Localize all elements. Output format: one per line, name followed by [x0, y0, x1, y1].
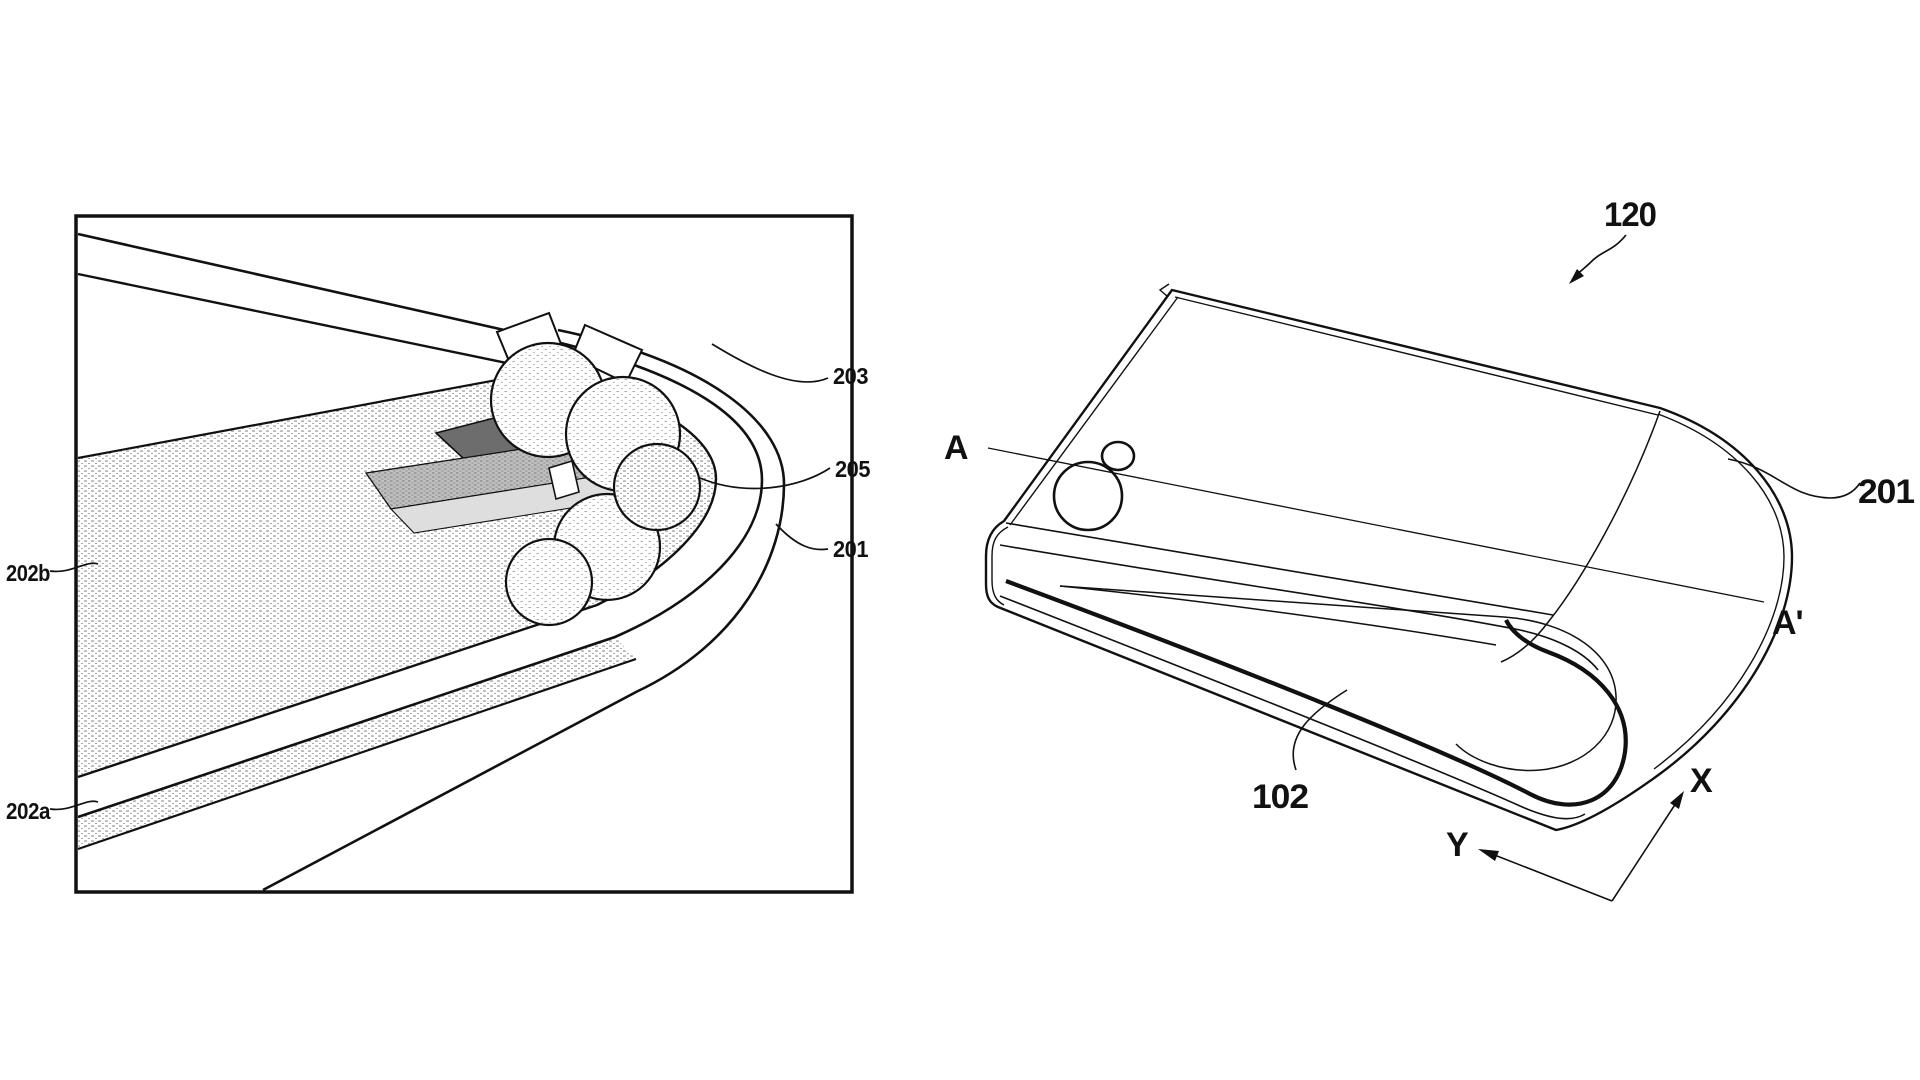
shell-outer-line — [77, 232, 764, 819]
outermost-housing-line — [262, 328, 786, 892]
ref-label-201-right: 201 — [1858, 473, 1914, 511]
section-line-aa — [987, 447, 1765, 603]
left-cap-inner-line — [991, 526, 1009, 606]
axis-label-x: X — [1690, 762, 1713, 800]
ref-label-202a: 202a — [6, 798, 51, 824]
leader-line-203 — [711, 343, 829, 383]
gap-upper-line — [1059, 585, 1617, 772]
hinge-connector-block — [548, 459, 580, 501]
hinge-lobe-4 — [504, 537, 594, 627]
leader-line-201-left — [775, 523, 829, 551]
ref-label-203: 203 — [833, 363, 868, 389]
top-edge-inner-line — [1174, 296, 1659, 416]
camera-large-circle — [1052, 460, 1124, 532]
lower-display-bottom-line — [77, 657, 637, 851]
leader-line-201-right — [1727, 458, 1861, 499]
panel-top-edge-line — [77, 369, 546, 460]
lower-display-stipple — [78, 637, 636, 849]
leader-line-202a — [49, 800, 99, 811]
ref-label-202b: 202b — [6, 560, 50, 586]
corner-notch-line — [1158, 283, 1170, 297]
leader-line-202b — [49, 562, 99, 573]
ref-label-120: 120 — [1604, 196, 1656, 234]
leader-line-102 — [1292, 689, 1348, 771]
gap-lower-line — [1059, 585, 1497, 646]
leader-line-120 — [1574, 234, 1627, 279]
top-face-front-edge — [1005, 522, 1554, 616]
device-outline — [984, 288, 1794, 832]
camera-small-circle — [1100, 440, 1136, 472]
section-label-a-prime: A' — [1772, 604, 1803, 642]
section-label-a: A — [944, 429, 968, 467]
axis-x-arrowhead — [1670, 791, 1684, 809]
upper-housing-bottom-line — [999, 544, 1599, 671]
folded-display-edge-line — [1005, 579, 1628, 807]
axis-y-line — [1491, 853, 1613, 902]
right-figure: 120 201 A A' 102 X Y — [944, 196, 1915, 902]
hinge-roller-205 — [612, 442, 702, 532]
axis-y-arrowhead — [1478, 849, 1499, 861]
fold-tangent-line — [1500, 410, 1661, 663]
ref-label-102: 102 — [1252, 778, 1308, 816]
fold-edge-inner-line — [1653, 413, 1785, 770]
axis-label-y: Y — [1446, 826, 1469, 864]
lower-housing-inner-line — [999, 595, 1586, 820]
left-edge-inner-line — [1009, 296, 1179, 526]
ref-label-201-left: 201 — [833, 536, 869, 562]
ref-label-205: 205 — [835, 456, 871, 482]
leader-line-205 — [699, 467, 831, 490]
left-figure: 203 205 201 202b 202a — [6, 214, 871, 894]
arrowhead-120 — [1569, 269, 1584, 284]
axis-x-line — [1611, 799, 1679, 902]
